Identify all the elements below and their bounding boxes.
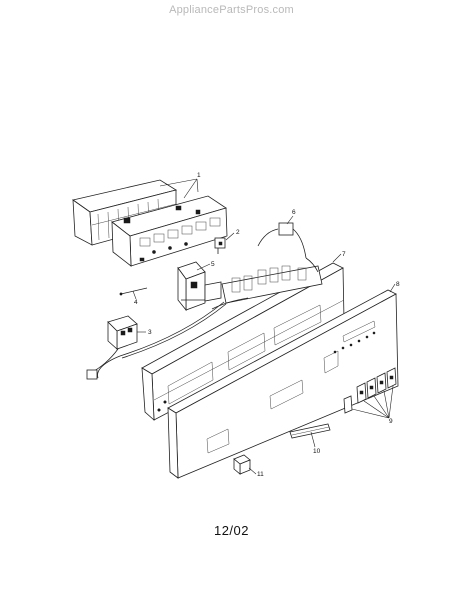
- watermark: AppliancePartsPros.com: [169, 4, 294, 16]
- callout-9: 9: [389, 418, 393, 425]
- callout-10: 10: [313, 448, 321, 455]
- part-1-control-module: [72, 179, 228, 267]
- diagram-date: 12/02: [213, 523, 250, 538]
- part-6-connector: [257, 222, 307, 259]
- part-2-switch: [214, 237, 226, 254]
- part-10-handle: [289, 423, 331, 439]
- callout-4: 4: [134, 299, 138, 306]
- part-7-inner-panel: [97, 257, 345, 421]
- callout-1: 1: [197, 172, 201, 179]
- callout-7: 7: [342, 251, 346, 258]
- part-4-pin: [119, 287, 148, 296]
- callout-11: 11: [257, 471, 264, 478]
- callout-5: 5: [211, 261, 215, 268]
- part-8-front-panel: [167, 289, 399, 479]
- callout-6: 6: [292, 209, 296, 216]
- callout-2: 2: [236, 229, 240, 236]
- callout-3: 3: [148, 329, 152, 336]
- part-11-knob: [233, 454, 251, 475]
- callout-8: 8: [396, 281, 400, 288]
- part-3-switch-block: [86, 315, 138, 380]
- part-9-buttons: [343, 367, 397, 414]
- part-5-latch: [177, 261, 222, 312]
